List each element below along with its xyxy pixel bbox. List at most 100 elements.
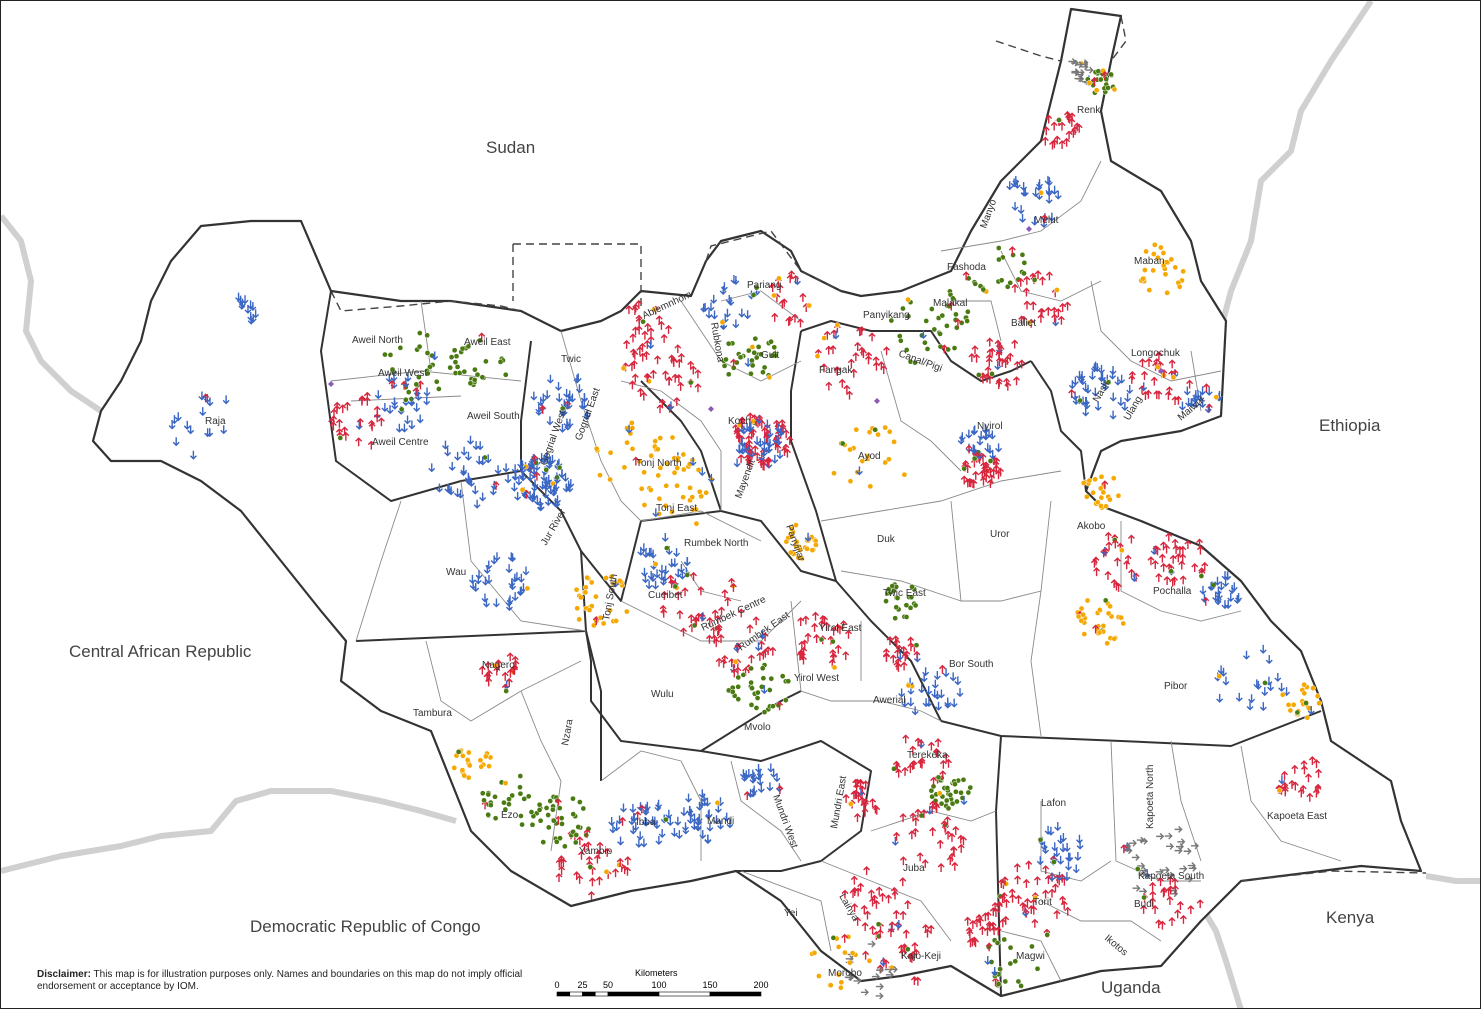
up-arrow-icon <box>802 615 810 625</box>
up-arrow-icon <box>818 620 826 630</box>
up-arrow-icon <box>588 877 596 887</box>
pin-icon <box>755 689 761 696</box>
pin-icon <box>776 275 782 282</box>
up-arrow-icon <box>833 365 841 375</box>
pin-icon <box>761 709 768 715</box>
up-arrow-icon <box>1163 544 1171 554</box>
county-label-panyikang: Panyikang <box>863 310 910 321</box>
pin-icon <box>758 683 765 690</box>
pin-icon <box>1142 267 1148 273</box>
down-arrow-icon <box>770 768 778 778</box>
down-arrow-icon <box>1071 376 1079 386</box>
pin-icon <box>1108 71 1114 78</box>
down-arrow-icon <box>896 651 904 661</box>
down-arrow-icon <box>703 797 711 807</box>
up-arrow-icon <box>1157 877 1165 887</box>
county-label-nzara: Nzara <box>560 718 576 747</box>
down-arrow-icon <box>1021 907 1029 917</box>
down-arrow-icon <box>772 434 780 444</box>
down-arrow-icon <box>613 822 621 832</box>
up-arrow-icon <box>1155 390 1163 400</box>
down-arrow-icon <box>204 428 212 438</box>
down-arrow-icon <box>1102 381 1110 391</box>
up-arrow-icon <box>756 651 764 661</box>
pin-icon <box>749 362 756 369</box>
up-arrow-icon <box>986 348 994 358</box>
down-arrow-icon <box>704 810 712 820</box>
up-arrow-icon <box>1105 541 1113 551</box>
pin-icon <box>1105 85 1111 91</box>
pin-icon <box>1111 86 1118 93</box>
up-arrow-icon <box>858 326 866 336</box>
up-arrow-icon <box>969 920 977 929</box>
pin-icon <box>558 815 565 821</box>
up-arrow-icon <box>990 468 998 478</box>
county-label-ibba: Ibba <box>636 817 656 828</box>
up-arrow-icon <box>1166 895 1174 905</box>
pin-icon <box>772 352 779 359</box>
up-arrow-icon <box>1128 374 1136 384</box>
pin-icon <box>818 636 825 643</box>
county-label-nyirol: Nyirol <box>977 421 1003 432</box>
pin-icon <box>714 799 721 806</box>
up-arrow-icon <box>734 666 742 676</box>
up-arrow-icon <box>1027 905 1035 915</box>
down-arrow-icon <box>423 387 431 397</box>
up-arrow-icon <box>1042 865 1050 875</box>
up-arrow-icon <box>493 666 501 676</box>
down-arrow-icon <box>764 436 772 446</box>
up-arrow-icon <box>885 894 893 904</box>
right-arrow-icon <box>1132 884 1141 892</box>
up-arrow-icon <box>1179 553 1187 563</box>
pin-icon <box>830 638 836 645</box>
up-arrow-icon <box>990 926 998 936</box>
pin-icon <box>416 374 422 380</box>
pin-icon <box>866 957 873 964</box>
scale-bar-tick-label: 100 <box>651 980 666 990</box>
pin-icon <box>1301 681 1307 688</box>
up-arrow-icon <box>1202 383 1210 393</box>
down-arrow-icon <box>441 440 449 450</box>
down-arrow-icon <box>965 429 973 439</box>
pin-icon <box>965 275 972 282</box>
down-arrow-icon <box>1065 852 1073 862</box>
pin-icon <box>576 616 583 623</box>
pin-icon <box>967 784 974 791</box>
down-arrow-icon <box>1036 856 1044 866</box>
up-arrow-icon <box>1042 889 1050 899</box>
up-arrow-icon <box>769 646 777 656</box>
up-arrow-icon <box>715 623 723 633</box>
right-arrow-icon <box>1174 847 1183 855</box>
up-arrow-icon <box>658 398 666 408</box>
down-arrow-icon <box>1072 864 1080 874</box>
down-arrow-icon <box>526 472 534 482</box>
pin-icon <box>975 372 982 378</box>
pin-icon <box>782 697 789 703</box>
down-arrow-icon <box>918 684 926 694</box>
pin-icon <box>657 435 664 441</box>
up-arrow-icon <box>852 352 860 362</box>
country-label-ethiopia: Ethiopia <box>1319 416 1381 435</box>
down-arrow-icon <box>472 582 480 592</box>
down-arrow-icon <box>566 418 574 428</box>
pin-icon <box>719 319 726 326</box>
up-arrow-icon <box>860 801 868 811</box>
pin-icon <box>482 753 489 760</box>
up-arrow-icon <box>799 292 807 302</box>
pin-icon <box>905 682 912 689</box>
down-arrow-icon <box>1214 596 1222 606</box>
pin-icon <box>674 465 681 471</box>
scale-bar-title: Kilometers <box>635 968 678 978</box>
up-arrow-icon <box>1051 883 1059 893</box>
up-arrow-icon <box>804 632 812 642</box>
county-label-ezo: Ezo <box>501 810 519 821</box>
right-arrow-icon <box>885 971 894 979</box>
right-arrow-icon <box>1184 875 1193 883</box>
up-arrow-icon <box>927 741 935 751</box>
disputed-boundaries <box>330 15 1427 882</box>
county-label-guit: Guit <box>761 350 780 361</box>
pin-icon <box>960 776 967 783</box>
pin-icon <box>1019 251 1026 258</box>
up-arrow-icon <box>921 859 929 869</box>
down-arrow-icon <box>476 441 484 451</box>
